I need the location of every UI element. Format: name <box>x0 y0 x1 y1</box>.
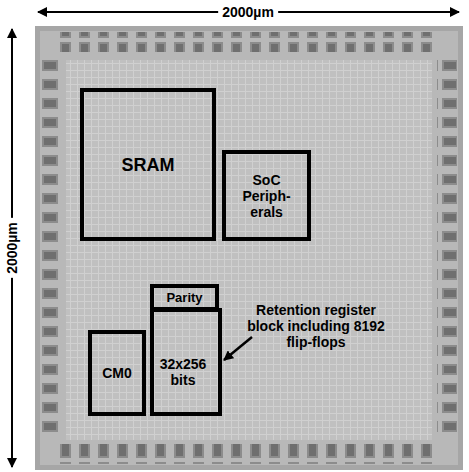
block-label: 32x256 bits <box>154 356 212 388</box>
core-area <box>66 60 432 440</box>
block-box: SRAM <box>80 88 216 241</box>
die-ring <box>40 31 458 465</box>
block-label: SRAM <box>122 155 175 175</box>
dimension-label: 2000µm <box>4 218 20 278</box>
leader-arrow <box>224 337 252 360</box>
block-box: SoC Periph- erals <box>222 150 311 241</box>
block-box: CM0 <box>88 330 146 416</box>
pad-column <box>41 55 61 440</box>
pad-row <box>58 32 438 52</box>
pad-column <box>437 55 457 440</box>
callout-text: Retention register block including 8192 … <box>237 302 395 350</box>
die-edge <box>35 26 463 470</box>
pad-row <box>58 444 438 464</box>
block-label: CM0 <box>102 365 132 381</box>
block-label: SoC Periph- erals <box>234 172 300 220</box>
block-box: Parity <box>150 284 219 311</box>
dimension-label: 2000µm <box>218 4 278 20</box>
block-label: Parity <box>166 290 202 305</box>
block-box: 32x256 bits <box>150 308 222 416</box>
